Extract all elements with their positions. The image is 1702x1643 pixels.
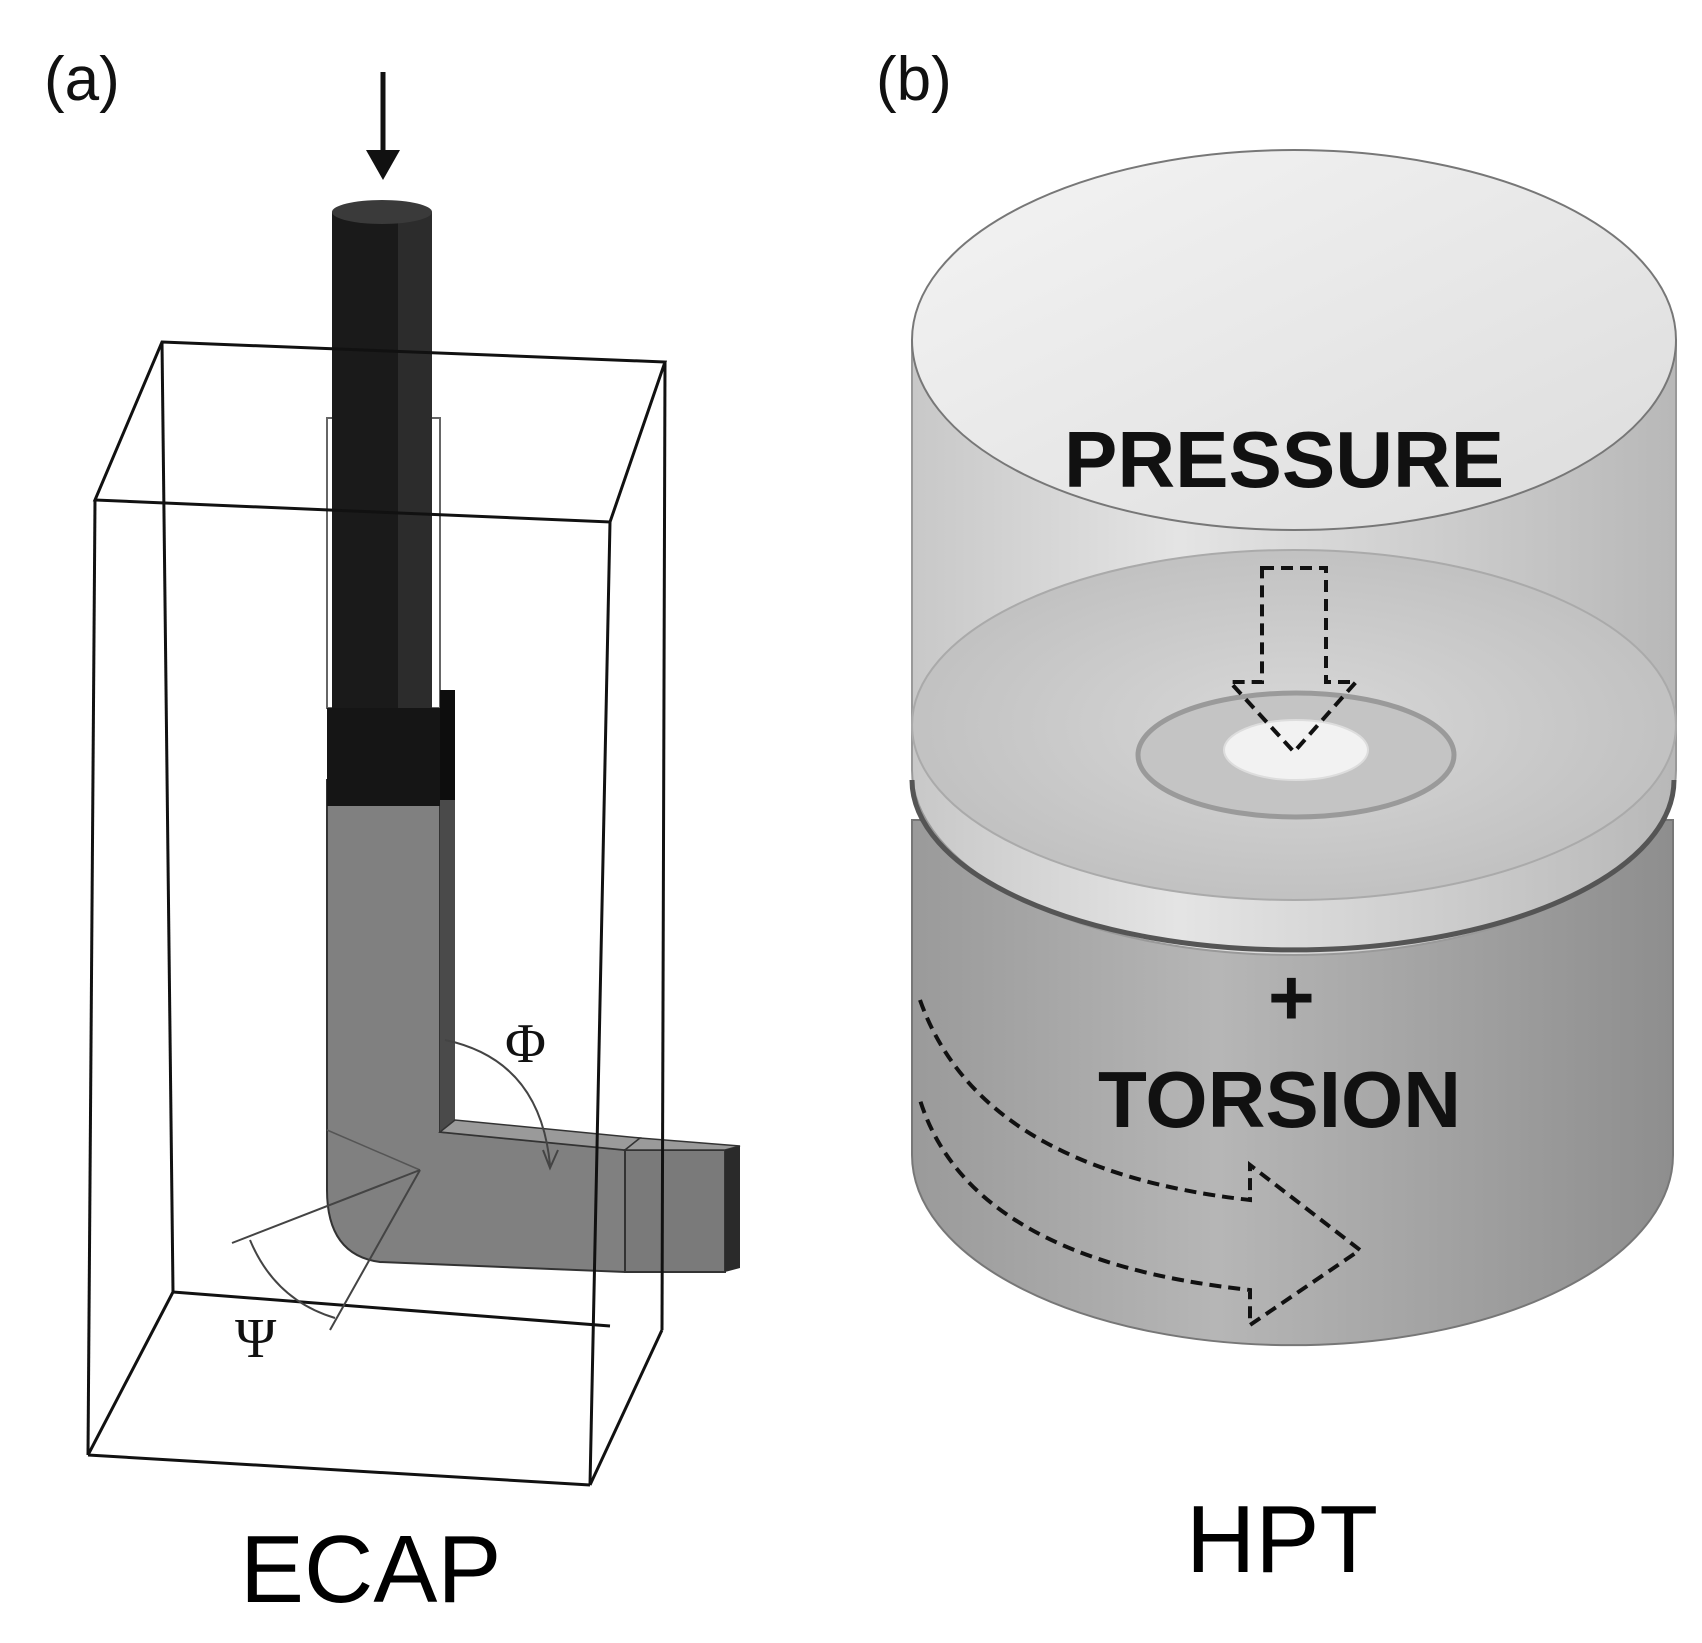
- pressure-label: PRESSURE: [1064, 415, 1504, 504]
- hpt-caption: HPT: [1186, 1486, 1378, 1593]
- die-box-front: [86, 340, 668, 1487]
- panel-a-letter: (a): [44, 45, 120, 114]
- torsion-label: TORSION: [1098, 1055, 1461, 1144]
- psi-symbol: Ψ: [235, 1308, 277, 1370]
- phi-angle-arc: [444, 1039, 559, 1171]
- panel-a-ecap: (a): [44, 45, 741, 1623]
- load-arrow: [366, 72, 400, 180]
- ecap-punch: [327, 200, 455, 806]
- hpt-sample-disk: [1135, 690, 1457, 820]
- ecap-specimen: [326, 770, 741, 1274]
- panel-b-hpt: (b) PRESSURE + TORSION HPT: [876, 45, 1677, 1593]
- die-box-back: [160, 341, 611, 1328]
- torsion-arrow: [918, 999, 1364, 1329]
- lower-anvil: [911, 819, 1674, 1347]
- pressure-arrow: [1225, 566, 1361, 755]
- top-anvil-face: [911, 149, 1677, 531]
- phi-symbol: Φ: [505, 1013, 546, 1075]
- psi-angle-lines: [231, 1169, 421, 1331]
- panel-b-letter: (b): [876, 45, 952, 114]
- ecap-caption: ECAP: [240, 1516, 501, 1623]
- anvil-seam: [909, 779, 1677, 953]
- plus-label: +: [1268, 953, 1315, 1042]
